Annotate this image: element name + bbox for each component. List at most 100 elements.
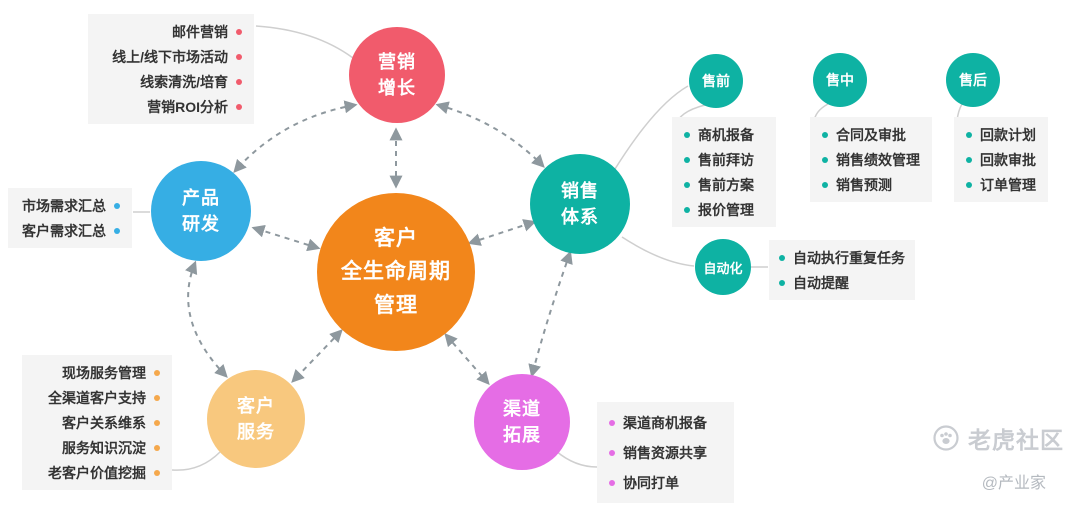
- list-item: 销售预测: [822, 172, 920, 197]
- bullet-dot: [114, 202, 120, 209]
- list-item: 邮件营销: [100, 19, 242, 44]
- insales-feature-list: 合同及审批 销售绩效管理 销售预测: [810, 117, 932, 202]
- list-item: 市场需求汇总: [20, 193, 120, 218]
- list-item: 销售资源共享: [609, 440, 722, 465]
- bullet-dot: [684, 131, 690, 138]
- bullet-dot: [114, 227, 120, 234]
- bullet-dot: [966, 181, 972, 188]
- node-label: 增长: [378, 78, 416, 98]
- bullet-dot: [609, 419, 615, 426]
- list-item-text: 商机报备: [698, 126, 754, 143]
- bullet-dot: [154, 369, 160, 376]
- node-aftersales: 售后: [946, 53, 1000, 107]
- node-insales: 售中: [813, 53, 867, 107]
- list-item-text: 市场需求汇总: [22, 197, 106, 214]
- bullet-dot: [236, 53, 242, 60]
- node-label: 售前: [702, 73, 730, 89]
- node-label: 客户: [237, 395, 275, 416]
- list-item: 商机报备: [684, 122, 764, 147]
- list-item-text: 销售预测: [836, 176, 892, 193]
- node-label: 研发: [182, 214, 220, 234]
- arrow-center-channel: [444, 333, 490, 385]
- bullet-dot: [684, 206, 690, 213]
- arrow-marketing-sales: [435, 101, 545, 168]
- arrow-center-service: [291, 329, 343, 383]
- list-item: 报价管理: [684, 197, 764, 222]
- node-label: 体系: [561, 207, 599, 227]
- list-item: 客户关系维系: [34, 410, 160, 435]
- center-node-customer-lifecycle: 客户 全生命周期 管理: [317, 193, 475, 351]
- node-label: 产品: [182, 187, 220, 208]
- list-item: 售前拜访: [684, 147, 764, 172]
- marketing-feature-list: 邮件营销 线上/线下市场活动 线索清洗/培育 营销ROI分析: [88, 14, 254, 124]
- list-item-text: 报价管理: [698, 201, 754, 218]
- tiger-logo-icon: [933, 425, 959, 451]
- list-item-text: 回款审批: [980, 151, 1036, 168]
- list-item-text: 服务知识沉淀: [62, 439, 146, 456]
- list-item-text: 回款计划: [980, 126, 1036, 143]
- list-item-text: 营销ROI分析: [147, 98, 228, 115]
- bullet-dot: [236, 103, 242, 110]
- list-item-text: 老客户价值挖掘: [48, 464, 146, 481]
- list-item-text: 自动提醒: [793, 274, 849, 291]
- list-item-text: 协同打单: [623, 474, 679, 491]
- center-line-3: 管理: [374, 293, 418, 317]
- node-channel-expansion: 渠道 拓展: [474, 374, 570, 470]
- center-line-1: 客户: [374, 226, 418, 250]
- bullet-dot: [154, 469, 160, 476]
- bullet-dot: [966, 131, 972, 138]
- list-item: 渠道商机报备: [609, 410, 722, 435]
- list-item: 销售绩效管理: [822, 147, 920, 172]
- list-item: 线索清洗/培育: [100, 69, 242, 94]
- node-presales: 售前: [689, 54, 743, 108]
- bullet-dot: [684, 156, 690, 163]
- bullet-dot: [684, 181, 690, 188]
- bullet-dot: [154, 394, 160, 401]
- connector-servicelist-service: [171, 451, 221, 471]
- node-label: 售后: [959, 72, 987, 88]
- list-item-text: 售前拜访: [698, 151, 754, 168]
- bullet-dot: [154, 444, 160, 451]
- list-item-text: 线索清洗/培育: [140, 73, 228, 90]
- node-label: 营销: [378, 51, 416, 72]
- node-label: 服务: [237, 422, 275, 442]
- list-item: 自动提醒: [779, 270, 905, 295]
- list-item-text: 渠道商机报备: [623, 414, 707, 431]
- center-line-2: 全生命周期: [341, 260, 451, 284]
- node-automation: 自动化: [695, 239, 751, 295]
- service-feature-list: 现场服务管理 全渠道客户支持 客户关系维系 服务知识沉淀 老客户价值挖掘: [22, 355, 172, 490]
- list-item-text: 邮件营销: [172, 23, 228, 40]
- list-item-text: 销售绩效管理: [836, 151, 920, 168]
- list-item: 线上/线下市场活动: [100, 44, 242, 69]
- list-item: 售前方案: [684, 172, 764, 197]
- list-item-text: 销售资源共享: [623, 444, 707, 461]
- connector-sales-automation: [621, 236, 695, 267]
- bullet-dot: [154, 419, 160, 426]
- node-sales-system: 销售 体系: [530, 154, 630, 254]
- bullet-dot: [779, 254, 785, 261]
- arrow-center-sales: [467, 219, 537, 246]
- bullet-dot: [609, 449, 615, 456]
- list-item-text: 客户需求汇总: [22, 222, 106, 239]
- connector-channellist-channel: [555, 450, 598, 468]
- list-item-text: 客户关系维系: [62, 414, 146, 431]
- bullet-dot: [822, 131, 828, 138]
- bullet-dot: [236, 78, 242, 85]
- watermark-brand-text: 老虎社区: [968, 427, 1064, 453]
- list-item: 全渠道客户支持: [34, 385, 160, 410]
- node-product-rd: 产品 研发: [151, 161, 251, 261]
- bullet-dot: [966, 156, 972, 163]
- list-item: 合同及审批: [822, 122, 920, 147]
- list-item-text: 合同及审批: [836, 126, 906, 143]
- arrow-product-service: [185, 260, 228, 378]
- node-customer-service: 客户 服务: [207, 370, 305, 468]
- watermark-handle: @产业家: [981, 475, 1046, 492]
- list-item-text: 售前方案: [698, 176, 754, 193]
- node-label: 渠道: [503, 398, 541, 419]
- arrow-center-product: [251, 224, 321, 252]
- list-item: 协同打单: [609, 470, 722, 495]
- list-item: 现场服务管理: [34, 360, 160, 385]
- list-item: 营销ROI分析: [100, 94, 242, 119]
- list-item-text: 全渠道客户支持: [48, 389, 146, 406]
- bullet-dot: [822, 156, 828, 163]
